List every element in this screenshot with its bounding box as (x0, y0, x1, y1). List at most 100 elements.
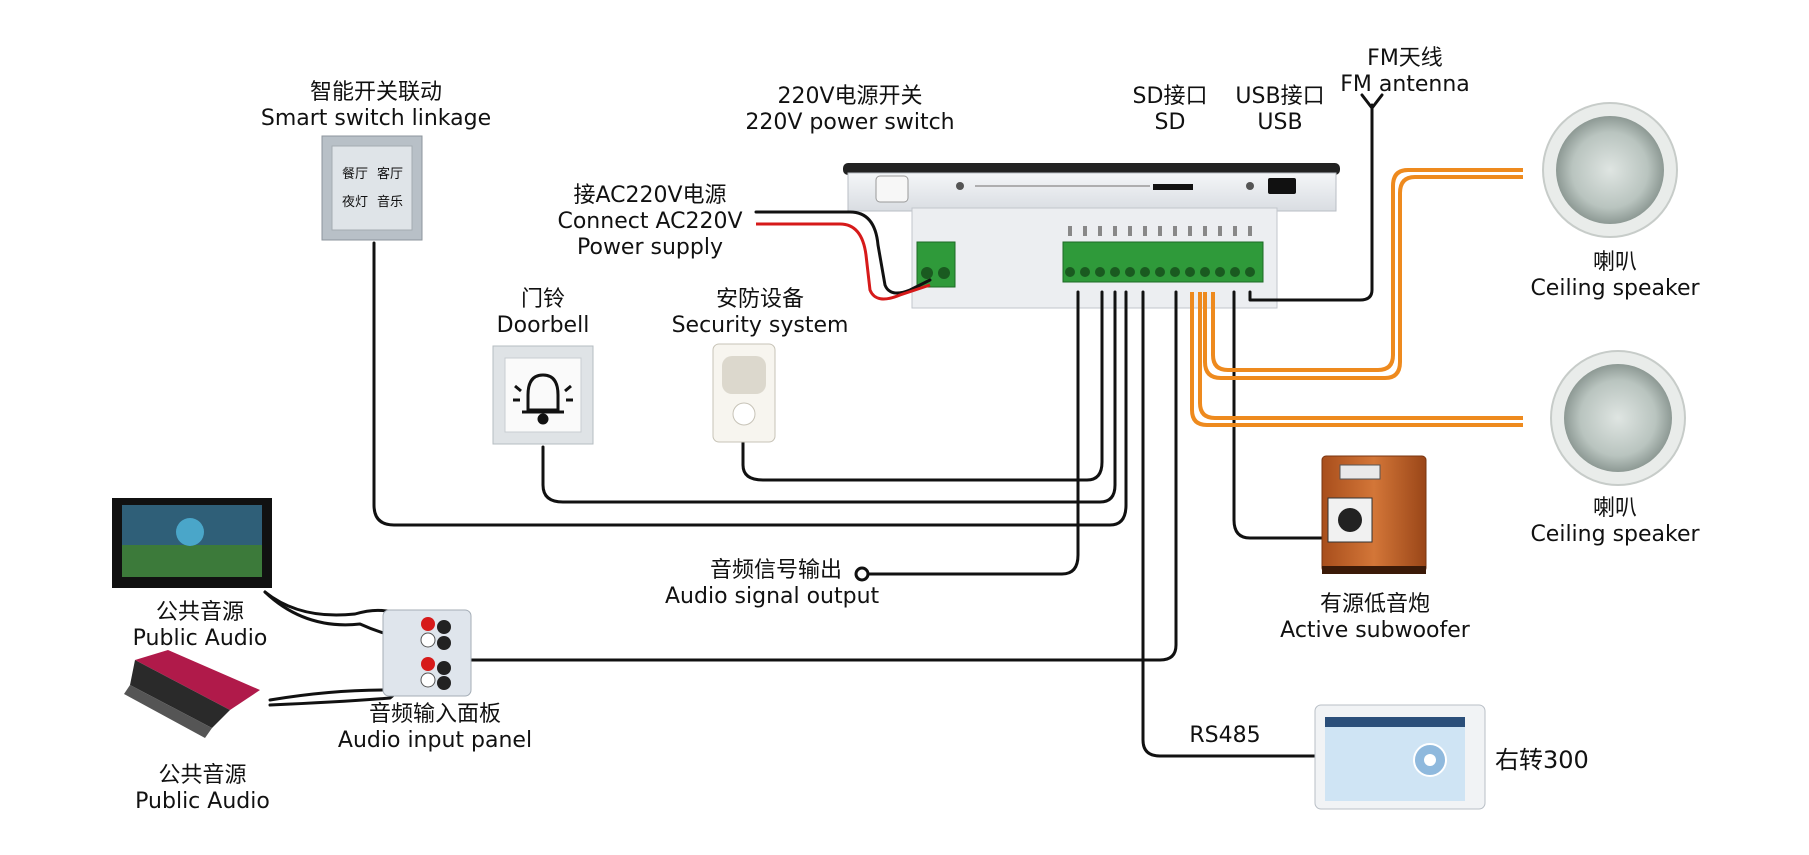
terminal-pin-mark (1113, 226, 1117, 236)
speaker-2-wire-b (1190, 292, 1523, 427)
switch-button-2: 客厅 (377, 166, 403, 182)
controller-label: 右转300 (1495, 747, 1615, 773)
speaker-2-label-zh: 喇叭 (1592, 496, 1637, 521)
terminal-screw (1080, 267, 1090, 277)
subwoofer-label-en: Active subwoofer (1280, 618, 1470, 643)
audio-input-panel-label-zh: 音频输入面板 (368, 702, 501, 727)
terminal-pin-mark (1158, 226, 1162, 236)
audio-input-panel-device (382, 609, 472, 697)
subwoofer-label-zh: 有源低音炮 (1319, 592, 1430, 617)
usb-label: USB接口 USB (1225, 84, 1335, 136)
terminal-pin-labels (1068, 226, 1252, 236)
terminal-pin-mark (1128, 226, 1132, 236)
rs485-label: RS485 (1180, 723, 1270, 749)
power-terminal-block (916, 241, 956, 288)
rs485-label-text: RS485 (1189, 723, 1261, 748)
main-unit-front-bezel (843, 163, 1340, 175)
speaker-2-label: 喇叭 Ceiling speaker (1520, 496, 1710, 548)
audio-input-wire (468, 290, 1178, 662)
fm-antenna-label: FM天线 FM antenna (1325, 46, 1485, 98)
doorbell-device (492, 345, 594, 445)
security-label-en: Security system (671, 313, 849, 338)
smart-switch-button-labels: 餐厅 客厅 夜灯 音乐 (342, 166, 403, 210)
smart-switch-panel (321, 135, 423, 241)
front-button (1246, 182, 1254, 190)
power-switch-label-zh: 220V电源开关 (777, 84, 923, 109)
public-audio-2-label-en: Public Audio (135, 789, 270, 814)
main-unit-body (847, 172, 1337, 212)
doorbell-wire (541, 290, 1117, 504)
sd-label-en: SD (1154, 110, 1186, 135)
switch-button-4: 音乐 (377, 194, 403, 210)
terminal-screw (1065, 267, 1075, 277)
controller-label-text: 右转300 (1495, 746, 1589, 774)
terminal-screw (1245, 267, 1255, 277)
public-audio-laptop (124, 650, 260, 738)
terminal-screw (1185, 267, 1195, 277)
public-audio-1-label: 公共音源 Public Audio (120, 600, 280, 652)
terminal-screw (1095, 267, 1105, 277)
fm-antenna-label-zh: FM天线 (1367, 46, 1443, 71)
speaker-1-wire-b (1203, 175, 1523, 380)
public-audio-1-label-en: Public Audio (132, 626, 268, 651)
audio-output-terminal (854, 566, 870, 582)
security-label-zh: 安防设备 (715, 287, 804, 312)
public-audio-1-label-zh: 公共音源 (155, 600, 244, 625)
terminal-pin-mark (1233, 226, 1237, 236)
fm-antenna-tip (1360, 93, 1384, 110)
wires-black (263, 93, 1384, 758)
terminal-screw (1140, 267, 1150, 277)
speaker-1-label-en: Ceiling speaker (1530, 276, 1700, 301)
audio-output-label-zh: 音频信号输出 (710, 558, 843, 583)
audio-output-label: 音频信号输出 Audio signal output (665, 558, 895, 610)
terminal-pin-mark (1188, 226, 1192, 236)
terminal-pin-mark (1203, 226, 1207, 236)
security-wire (741, 290, 1104, 482)
wires-speaker (1190, 168, 1523, 427)
usb-label-zh: USB接口 (1235, 84, 1325, 109)
controller-panel-device (1314, 704, 1486, 810)
bell-icon (513, 373, 573, 425)
security-sensor-device (712, 343, 776, 443)
security-label: 安防设备 Security system (660, 287, 860, 339)
doorbell-label: 门铃 Doorbell (478, 287, 608, 339)
usb-port (1268, 178, 1296, 194)
smart-switch-label-en: Smart switch linkage (260, 106, 492, 131)
power-switch-knob (875, 175, 909, 203)
rs485-wire (1141, 290, 1317, 758)
ac-power-label-en1: Connect AC220V (557, 209, 743, 234)
switch-button-1: 餐厅 (342, 166, 368, 182)
terminal-pin-mark (1173, 226, 1177, 236)
terminal-screw (1200, 267, 1210, 277)
audio-input-panel-label-en: Audio input panel (337, 728, 533, 753)
speaker-2-wire-a (1198, 292, 1523, 420)
main-amplifier-unit (843, 163, 1340, 309)
ac-power-label: 接AC220V电源 Connect AC220V Power supply (540, 183, 760, 261)
power-switch-label-en: 220V power switch (745, 110, 955, 135)
terminal-pin-mark (1248, 226, 1252, 236)
ac-power-label-zh: 接AC220V电源 (573, 183, 727, 208)
usb-label-en: USB (1257, 110, 1303, 135)
fm-antenna-wire (1248, 103, 1374, 302)
ac-power-label-en2: Power supply (577, 235, 723, 260)
smart-switch-label: 智能开关联动 Smart switch linkage (256, 80, 496, 132)
speaker-1-wire-a (1211, 168, 1523, 372)
subwoofer-label: 有源低音炮 Active subwoofer (1270, 592, 1480, 644)
audio-input-panel-label: 音频输入面板 Audio input panel (330, 702, 540, 754)
terminal-screws (1065, 267, 1255, 277)
power-switch-label: 220V电源开关 220V power switch (730, 84, 970, 136)
doorbell-label-en: Doorbell (496, 313, 590, 338)
public-audio-2-label-zh: 公共音源 (158, 763, 247, 788)
sd-label-zh: SD接口 (1132, 84, 1208, 109)
sd-card-slot (1153, 184, 1193, 190)
subwoofer-device (1321, 455, 1427, 574)
sd-label: SD接口 SD (1125, 84, 1215, 136)
terminal-screw (1230, 267, 1240, 277)
smart-switch-label-zh: 智能开关联动 (309, 80, 442, 105)
subwoofer-wire (1232, 290, 1325, 540)
main-unit-led (956, 182, 964, 190)
terminal-screw (1110, 267, 1120, 277)
ac-power-wire-black (754, 210, 932, 295)
terminal-screw (1125, 267, 1135, 277)
public-audio-tv (112, 498, 272, 588)
